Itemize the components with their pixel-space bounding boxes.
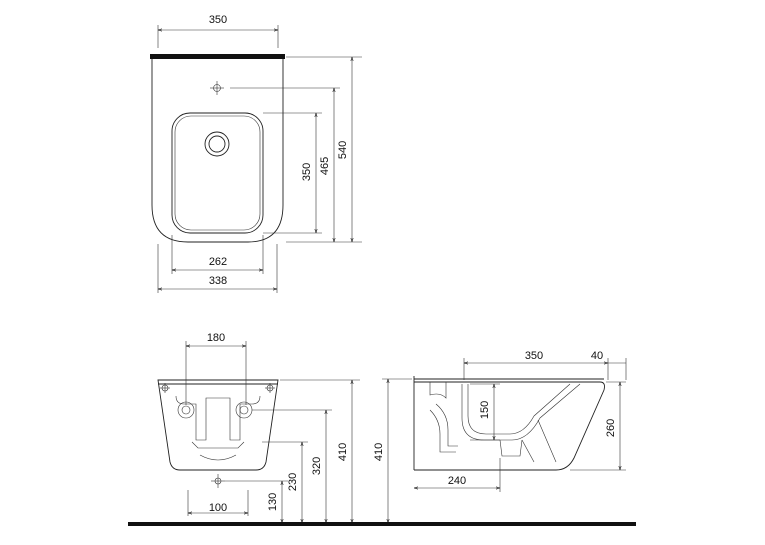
top-view-bowl — [171, 112, 264, 234]
top-view: 350 540 465 350 262 338 — [150, 14, 362, 293]
side-view: 410 350 40 150 260 240 — [373, 350, 627, 523]
dim-front-outlet-height: 130 — [267, 493, 279, 511]
dim-side-bowl-depth: 150 — [479, 401, 491, 419]
dim-top-body-width: 338 — [209, 275, 227, 287]
dim-side-overhang: 40 — [591, 350, 603, 362]
dim-top-width: 350 — [209, 14, 227, 26]
dim-front-top-height: 410 — [337, 443, 349, 461]
dim-side-top-height: 410 — [373, 443, 385, 461]
dim-front-fixing-height: 320 — [311, 457, 323, 475]
top-view-body-outline — [151, 57, 284, 243]
dim-front-outlet-spacing: 100 — [209, 502, 227, 514]
dim-side-length: 350 — [525, 350, 543, 362]
dim-side-height: 260 — [605, 419, 617, 437]
dim-top-bowl-length: 350 — [301, 163, 313, 181]
top-view-wall-plate — [150, 54, 285, 59]
dim-front-inlet-height: 230 — [287, 473, 299, 491]
front-view-body-outline — [157, 379, 279, 471]
drain-icon — [204, 131, 230, 157]
dim-top-rim-height: 465 — [319, 157, 331, 175]
fixing-hole-right-icon — [235, 401, 253, 419]
dim-front-fixing-spacing: 180 — [207, 332, 225, 344]
front-view: 180 410 320 230 130 100 — [157, 332, 360, 523]
dim-top-total-height: 540 — [337, 141, 349, 159]
dim-side-fixing-depth: 240 — [448, 475, 466, 487]
side-view-body-outline — [414, 381, 605, 471]
dim-top-bowl-width: 262 — [209, 256, 227, 268]
floor-line — [128, 522, 636, 526]
